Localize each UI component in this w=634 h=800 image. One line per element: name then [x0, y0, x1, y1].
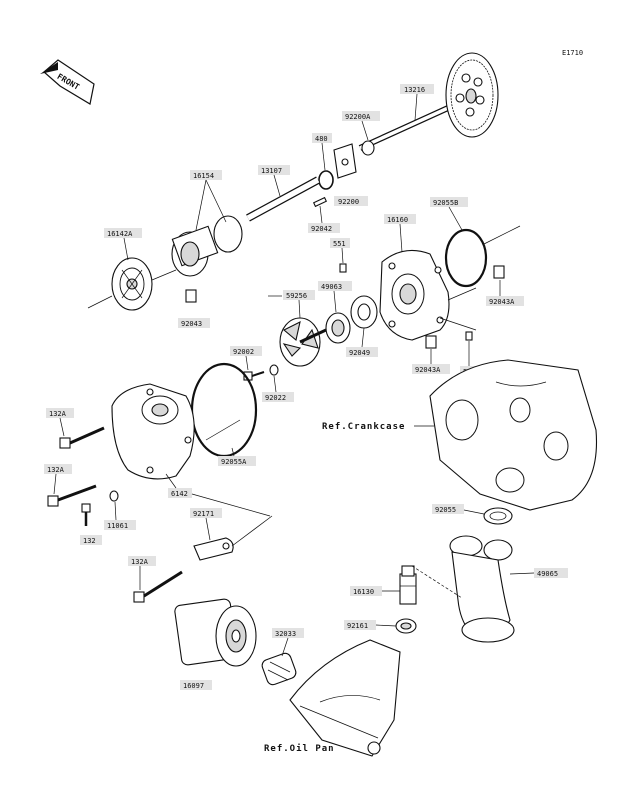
oil-filter-16097	[174, 598, 257, 667]
crankcase	[429, 359, 598, 511]
label-92042: 92042	[311, 225, 332, 233]
bolt-132A-1	[59, 426, 105, 449]
label-6142: 6142	[171, 490, 188, 498]
label-16142A: 16142A	[107, 230, 133, 238]
label-13216: 13216	[404, 86, 425, 94]
pin-92042	[312, 196, 328, 208]
plug-92161	[395, 618, 417, 634]
label-92043A-bottom: 92043A	[415, 366, 441, 374]
valve-16130	[399, 565, 417, 605]
label-16097: 16097	[183, 682, 204, 690]
front-arrow-icon: FRONT	[40, 59, 95, 105]
label-16130: 16130	[353, 588, 374, 596]
dowel-92043	[185, 289, 197, 303]
pump-housing-16160	[379, 249, 450, 341]
label-551-top: 551	[333, 240, 346, 248]
diagram-id: E1710	[562, 49, 583, 57]
label-132A-1: 132A	[49, 410, 67, 418]
clamp-92171	[193, 537, 234, 561]
washer-92022	[269, 364, 279, 376]
label-32033: 32033	[275, 630, 296, 638]
gasket-11061	[109, 490, 119, 502]
ref-oil-pan: Ref.Oil Pan	[264, 743, 335, 754]
label-92022: 92022	[265, 394, 286, 402]
label-92043A-right: 92043A	[489, 298, 515, 306]
label-92200A: 92200A	[345, 113, 371, 121]
circlip-480	[318, 170, 334, 190]
rotor-16142A	[111, 257, 153, 311]
label-13107: 13107	[261, 167, 282, 175]
oil-pickup-49065	[449, 535, 515, 643]
label-92049: 92049	[349, 349, 370, 357]
label-11061: 11061	[107, 522, 128, 530]
shaft-13107	[246, 176, 320, 222]
label-92055: 92055	[435, 506, 456, 514]
bolt-132A-3	[133, 570, 183, 603]
dowel-92043A-right	[493, 265, 505, 279]
label-92161: 92161	[347, 622, 368, 630]
label-132A-3: 132A	[131, 558, 149, 566]
impeller-16154	[171, 215, 243, 277]
oring-92055	[483, 507, 513, 525]
label-92055A: 92055A	[221, 458, 247, 466]
oring-92055A	[190, 362, 258, 458]
pipe-32033	[261, 652, 297, 686]
pin-551-bottom	[465, 331, 473, 341]
label-16160: 16160	[387, 216, 408, 224]
label-480: 480	[315, 135, 328, 143]
label-59256: 59256	[286, 292, 307, 300]
oil-pan	[289, 639, 401, 757]
bearing-92049	[350, 295, 378, 329]
pump-cover-6142	[111, 383, 195, 480]
label-49065: 49065	[537, 570, 558, 578]
washer-92200A	[361, 140, 375, 156]
label-16154: 16154	[193, 172, 214, 180]
seal-49063	[325, 312, 351, 344]
oring-92055B	[444, 228, 488, 288]
label-132: 132	[83, 537, 96, 545]
pin-551-top	[339, 263, 347, 273]
bolt-132	[81, 503, 91, 526]
label-92171: 92171	[193, 510, 214, 518]
impeller-59256	[279, 317, 327, 367]
gear-shaft-13216	[358, 52, 499, 151]
label-92043: 92043	[181, 320, 202, 328]
label-49063: 49063	[321, 283, 342, 291]
bolt-132A-2	[47, 484, 97, 507]
label-92055B: 92055B	[433, 199, 458, 207]
dowel-92043A-bottom	[425, 335, 437, 349]
label-92200: 92200	[338, 198, 359, 206]
label-132A-2: 132A	[47, 466, 65, 474]
label-92002: 92002	[233, 348, 254, 356]
ref-crankcase: Ref.Crankcase	[322, 422, 405, 432]
